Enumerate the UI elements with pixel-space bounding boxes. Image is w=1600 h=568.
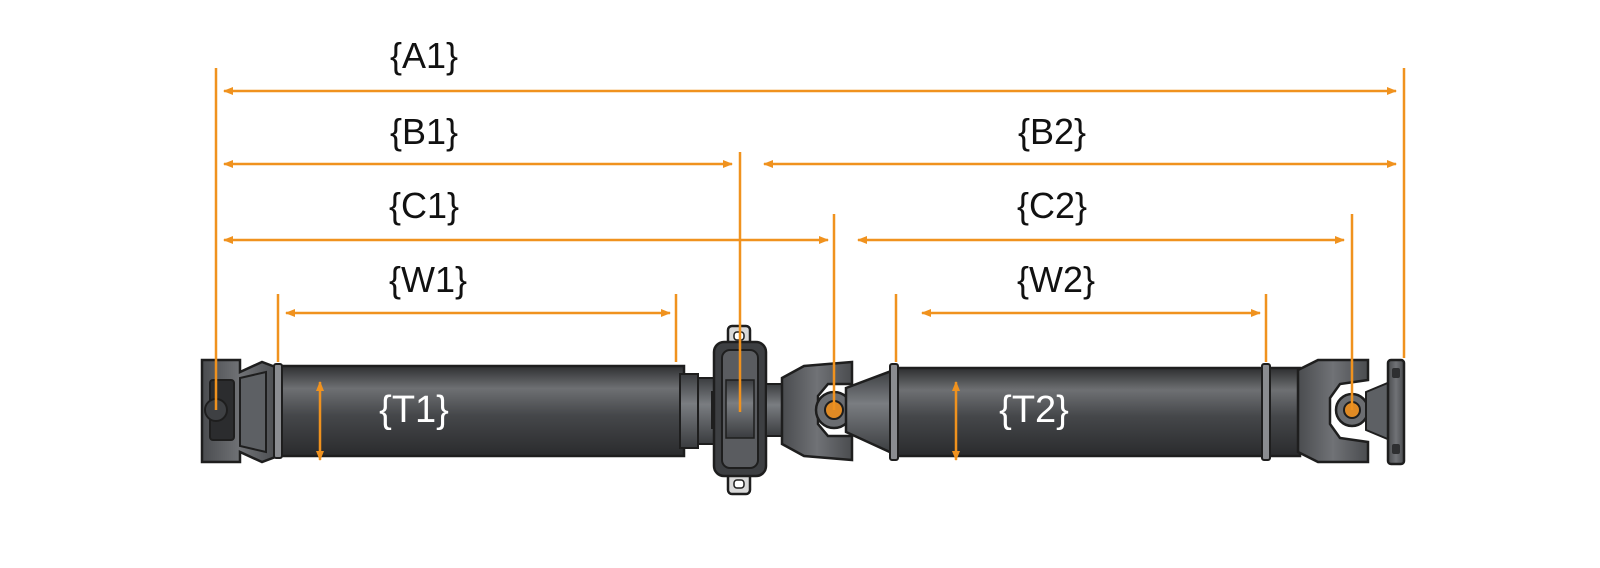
label-w2: {W2} — [1017, 259, 1095, 300]
label-a1: {A1} — [390, 35, 458, 76]
right-tube: {T2} — [889, 363, 1302, 461]
tube-label-t1: {T1} — [379, 389, 449, 431]
u-joint-yoke-icon — [200, 358, 280, 464]
center-support-bearing-icon — [711, 324, 785, 496]
driveshaft-assembly: {T1} {T2} — [200, 324, 1406, 496]
dimension-labels: {A1} {B1} {B2} {C1} {C2} {W1} {W2} — [389, 35, 1095, 300]
flange-yoke-icon — [1296, 358, 1406, 466]
tube-label-t2: {T2} — [999, 389, 1069, 431]
label-c1: {C1} — [389, 185, 459, 226]
label-b2: {B2} — [1018, 111, 1086, 152]
dimension-lines — [214, 68, 1406, 461]
center-u-joint-icon — [780, 360, 896, 462]
label-c2: {C2} — [1017, 185, 1087, 226]
label-w1: {W1} — [389, 259, 467, 300]
label-b1: {B1} — [390, 111, 458, 152]
left-tube: {T1} — [273, 363, 715, 459]
